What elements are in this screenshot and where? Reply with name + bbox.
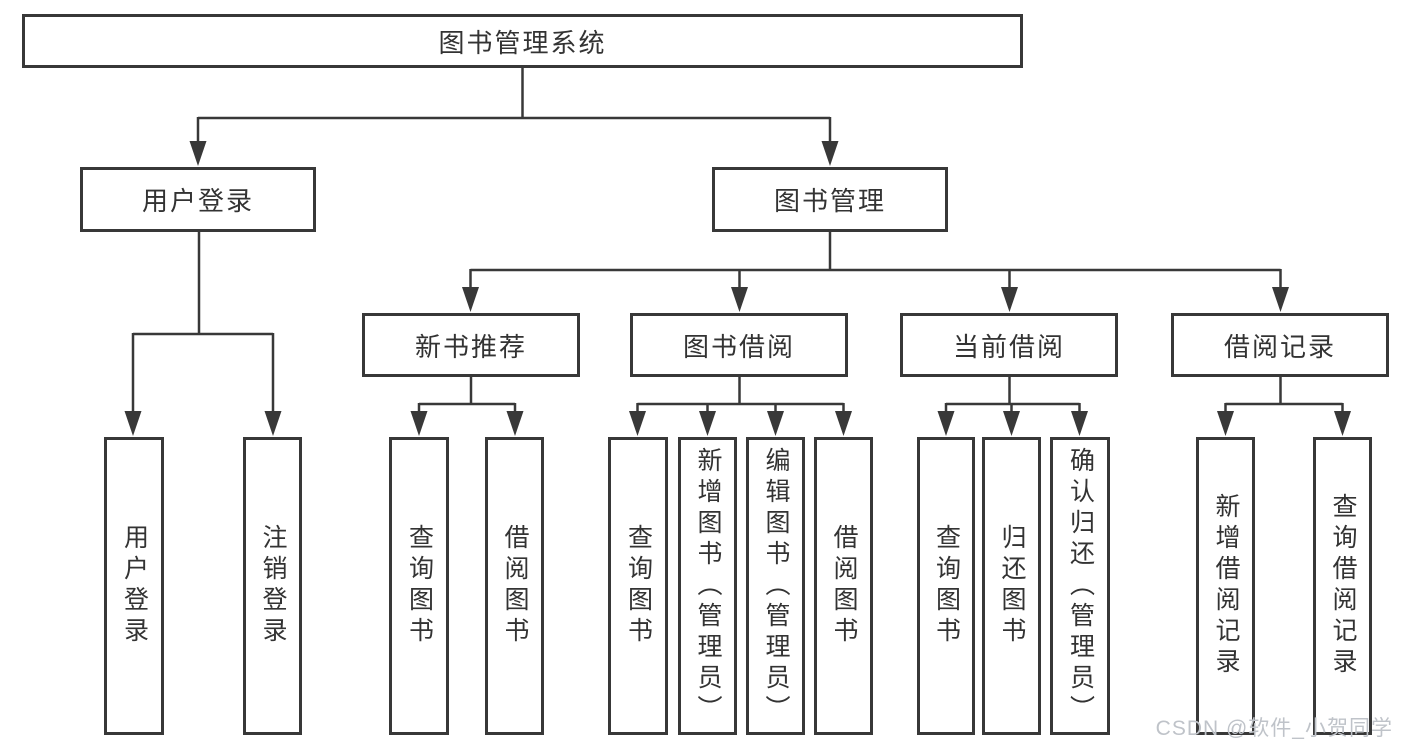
node-recommend-query-books: 查询图书 (389, 437, 449, 735)
arrowhead (1003, 411, 1020, 436)
node-borrowing-records-label: 借阅记录 (1223, 331, 1336, 362)
node-book-management-label: 图书管理 (773, 186, 886, 216)
node-user-login-branch-label: 用户登录 (141, 186, 254, 216)
node-logout-label: 注销登录 (259, 524, 287, 648)
arrowhead (937, 411, 955, 436)
arrowhead (410, 411, 428, 436)
arrowhead (189, 141, 207, 166)
csdn-watermark: CSDN @软件_小贺同学 (1155, 717, 1393, 740)
node-book-borrowing-label: 图书借阅 (682, 331, 795, 362)
node-recommend-query-books-label: 查询图书 (405, 524, 434, 648)
arrowhead (264, 411, 282, 436)
node-recommend-borrow-books-label: 借阅图书 (501, 524, 529, 648)
arrowhead (767, 411, 784, 436)
node-current-return-books-label: 归还图书 (998, 524, 1026, 648)
arrowhead (124, 411, 142, 436)
node-current-confirm-return: 确认归还（管理员） (1050, 437, 1110, 735)
node-current-confirm-return-label: 确认归还（管理员） (1066, 446, 1095, 726)
node-logout: 注销登录 (243, 437, 302, 735)
node-new-book-recommend: 新书推荐 (362, 313, 580, 377)
node-user-login-label: 用户登录 (120, 524, 149, 648)
connector-book-management-to-level2 (462, 232, 1289, 312)
node-current-return-books: 归还图书 (982, 437, 1041, 735)
node-current-query-books-label: 查询图书 (932, 524, 961, 648)
node-current-borrowing-label: 当前借阅 (952, 331, 1065, 362)
node-borrowing-query-books: 查询图书 (608, 437, 668, 735)
node-book-borrowing: 图书借阅 (630, 313, 848, 377)
node-user-login-branch: 用户登录 (80, 167, 316, 232)
connector-user-login-to-leaves (124, 232, 282, 436)
node-records-add-record: 新增借阅记录 (1196, 437, 1255, 735)
node-book-management: 图书管理 (712, 167, 948, 232)
arrowhead (699, 411, 716, 436)
connector-new-book-recommend-to-leaves (410, 377, 524, 436)
arrowhead (821, 141, 839, 166)
node-borrowing-borrow-books: 借阅图书 (814, 437, 873, 735)
node-records-add-record-label: 新增借阅记录 (1212, 493, 1240, 679)
connector-root-to-level1 (189, 68, 839, 166)
arrowhead (731, 287, 748, 312)
arrowhead (835, 411, 852, 436)
connector-book-borrowing-to-leaves (629, 377, 852, 436)
node-user-login: 用户登录 (104, 437, 164, 735)
arrowhead (629, 411, 646, 436)
node-borrowing-borrow-books-label: 借阅图书 (830, 524, 858, 648)
node-borrowing-edit-books: 编辑图书（管理员） (746, 437, 805, 735)
connector-current-borrowing-to-leaves (937, 377, 1088, 436)
arrowhead (1334, 411, 1351, 436)
node-root-label: 图书管理系统 (438, 27, 607, 58)
node-borrowing-add-books-label: 新增图书（管理员） (694, 446, 722, 726)
node-borrowing-query-books-label: 查询图书 (624, 524, 653, 648)
node-records-query-record: 查询借阅记录 (1313, 437, 1372, 735)
arrowhead (1001, 287, 1018, 312)
node-borrowing-records: 借阅记录 (1171, 313, 1389, 377)
arrowhead (506, 411, 524, 436)
arrowhead (1272, 287, 1289, 312)
node-records-query-record-label: 查询借阅记录 (1329, 493, 1357, 679)
arrowhead (1071, 411, 1088, 436)
node-current-query-books: 查询图书 (917, 437, 975, 735)
node-current-borrowing: 当前借阅 (900, 313, 1118, 377)
arrowhead (462, 287, 479, 312)
node-root: 图书管理系统 (22, 14, 1023, 68)
connector-borrowing-records-to-leaves (1217, 377, 1351, 436)
node-recommend-borrow-books: 借阅图书 (485, 437, 544, 735)
arrowhead (1217, 411, 1234, 436)
node-borrowing-add-books: 新增图书（管理员） (678, 437, 737, 735)
node-new-book-recommend-label: 新书推荐 (414, 331, 527, 362)
node-borrowing-edit-books-label: 编辑图书（管理员） (762, 446, 790, 726)
